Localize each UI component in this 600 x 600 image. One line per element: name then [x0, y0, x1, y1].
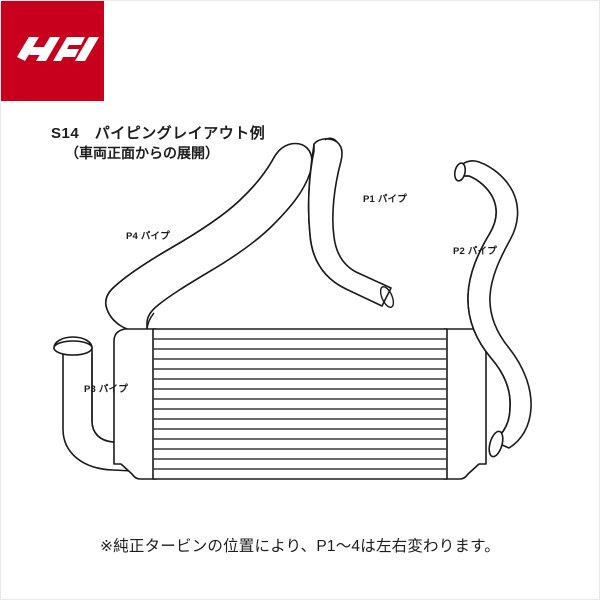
hpi-logo: [1, 1, 104, 101]
page-title: S14 パイピングレイアウト例 （車両正面からの展開）: [51, 125, 265, 162]
p2-pipe: [453, 160, 532, 458]
intercooler-fins: [153, 338, 447, 470]
intercooler-core: [113, 328, 487, 480]
label-p2-pipe: P2 パイプ: [453, 246, 497, 257]
label-p4-pipe: P4 パイプ: [126, 231, 170, 242]
title-sub-text: （車両正面からの展開）: [65, 144, 219, 161]
p1-pipe: [307, 137, 395, 308]
label-p1-pipe: P1 パイプ: [363, 194, 407, 205]
label-p3-pipe: P3 パイプ: [84, 384, 128, 395]
title-main-text: S14 パイピングレイアウト例: [51, 125, 266, 142]
footnote-text: ※純正タービンの位置により、P1〜4は左右変わります。: [100, 538, 500, 555]
